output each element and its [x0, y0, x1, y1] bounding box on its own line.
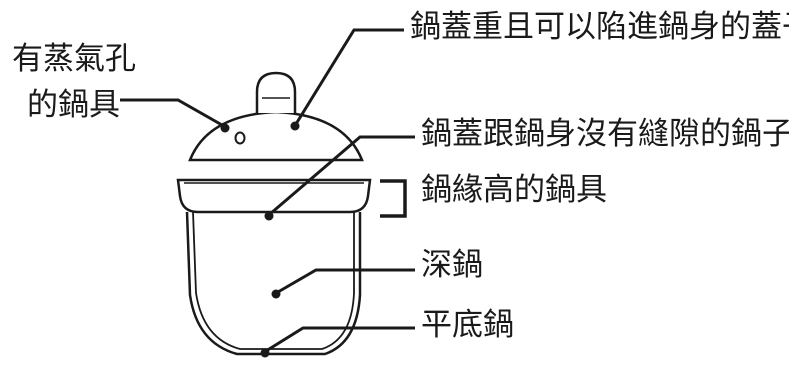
- pot-rim: [176, 178, 372, 214]
- callout-line-steam-hole: [120, 98, 223, 127]
- callout-dot-heavy-lid: [290, 121, 300, 131]
- label-heavy-lid: 鍋蓋重且可以陷進鍋身的蓋子: [410, 9, 789, 45]
- callout-dot-steam-hole: [220, 123, 230, 133]
- bracket-high-rim: [380, 179, 407, 218]
- label-flat-bottom-pot: 平底鍋: [421, 307, 514, 343]
- callout-line-no-gap: [269, 135, 415, 216]
- pot-body-outer: [185, 211, 362, 356]
- callout-line-deep: [277, 268, 415, 294]
- callout-dot-flat: [260, 348, 270, 358]
- callout-line-heavy-lid: [294, 28, 404, 125]
- label-high-rim: 鍋緣高的鍋具: [421, 172, 607, 208]
- steam-hole: [234, 131, 246, 145]
- label-no-gap: 鍋蓋跟鍋身沒有縫隙的鍋子: [421, 116, 789, 152]
- label-steam-hole-line1: 有蒸氣孔: [12, 41, 136, 77]
- callout-dot-no-gap: [264, 211, 274, 221]
- pot-body-inner: [192, 211, 355, 350]
- label-steam-hole-line2: 的鍋具: [27, 87, 120, 123]
- callout-line-flat: [265, 326, 415, 353]
- pot-lid: [188, 110, 364, 162]
- label-deep-pot: 深鍋: [421, 247, 483, 283]
- callout-dot-deep: [271, 289, 281, 299]
- lid-knob: [255, 71, 297, 113]
